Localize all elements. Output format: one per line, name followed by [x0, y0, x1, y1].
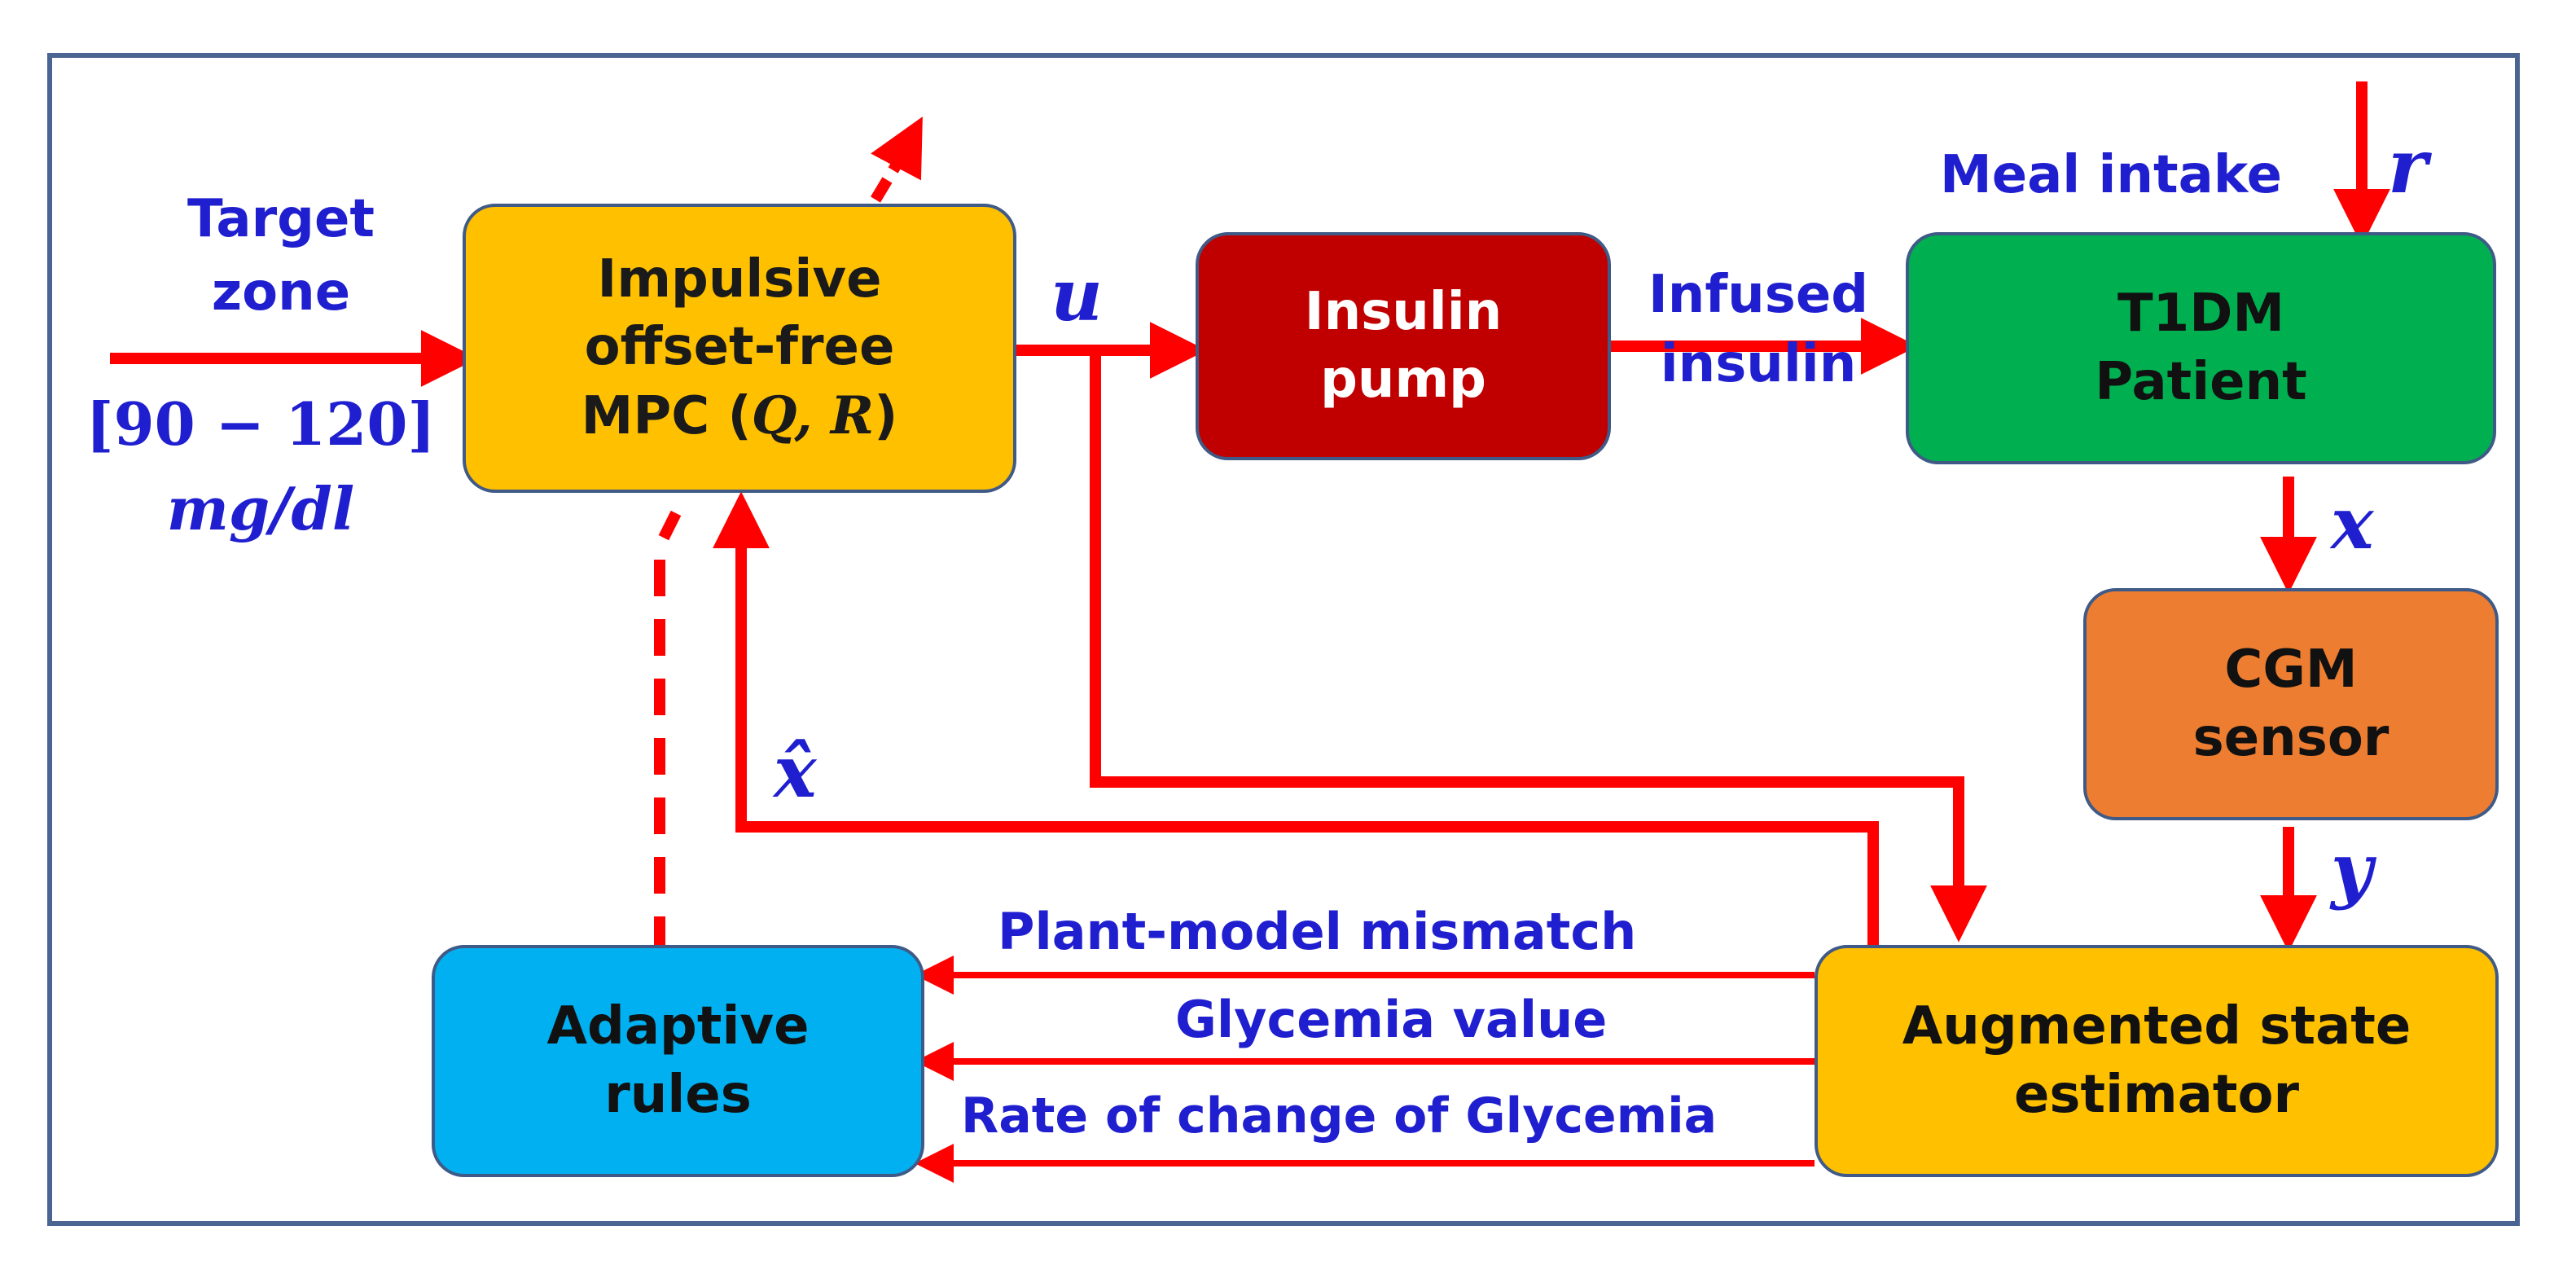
- mpc-block[interactable]: Impulsive offset-free MPC (Q, R): [463, 204, 1016, 493]
- cgm-line1: CGM: [2224, 639, 2358, 701]
- mpc-line3: MPC (Q, R): [581, 382, 898, 450]
- glycemia-value-label: Glycemia value: [1175, 990, 1608, 1049]
- meal-intake-label: Meal intake: [1940, 145, 2283, 205]
- infused-line1: Infused: [1648, 265, 1869, 325]
- u-feedback-path: [1090, 350, 1987, 942]
- infused-insulin-label: Infused insulin: [1611, 261, 1906, 399]
- adaptive-line2: rules: [604, 1064, 752, 1125]
- target-line2: zone: [211, 261, 351, 323]
- mpc-line3-prefix: MPC (: [581, 385, 752, 446]
- adaptation-dashed-path: [654, 510, 682, 953]
- insulin-pump-block[interactable]: Insulin pump: [1196, 232, 1611, 460]
- estimator-line1: Augmented state: [1902, 996, 2411, 1057]
- pump-line1: Insulin: [1304, 281, 1503, 342]
- cgm-sensor-block[interactable]: CGM sensor: [2083, 588, 2499, 820]
- mpc-line3-suffix: ): [874, 385, 898, 446]
- diagram-frame: [47, 53, 2520, 1226]
- patient-line1: T1DM: [2117, 283, 2284, 345]
- rate-of-change-label: Rate of change of Glycemia: [961, 1087, 1718, 1145]
- adaptive-line1: Adaptive: [546, 996, 810, 1057]
- y-label: y: [2331, 827, 2373, 912]
- augmented-state-estimator-block[interactable]: Augmented state estimator: [1815, 945, 2499, 1177]
- infused-line2: insulin: [1660, 334, 1857, 395]
- u-label: u: [1051, 253, 1103, 337]
- target-units: mg/dl: [166, 474, 355, 543]
- t1dm-patient-block[interactable]: T1DM Patient: [1906, 232, 2496, 464]
- adjustment-dashed-arrow: [870, 116, 923, 203]
- x-label: x: [2331, 481, 2374, 565]
- mpc-line1: Impulsive: [597, 249, 882, 310]
- xhat-feedback-path: [713, 491, 1879, 953]
- plant-model-mismatch-label: Plant-model mismatch: [998, 902, 1637, 961]
- pump-line2: pump: [1320, 349, 1486, 410]
- mpc-weights: Q, R: [751, 384, 875, 446]
- r-label: r: [2388, 122, 2428, 210]
- mpc-line2: offset-free: [584, 317, 895, 378]
- cgm-line2: sensor: [2192, 707, 2389, 768]
- target-zone-label: Target zone: [138, 183, 423, 329]
- adaptive-rules-block[interactable]: Adaptive rules: [432, 945, 924, 1177]
- target-range: [90 − 120]: [86, 389, 436, 459]
- target-line1: Target: [187, 189, 375, 249]
- estimator-line2: estimator: [2013, 1064, 2300, 1125]
- xhat-label: x̂: [774, 729, 817, 814]
- patient-line2: Patient: [2095, 351, 2307, 412]
